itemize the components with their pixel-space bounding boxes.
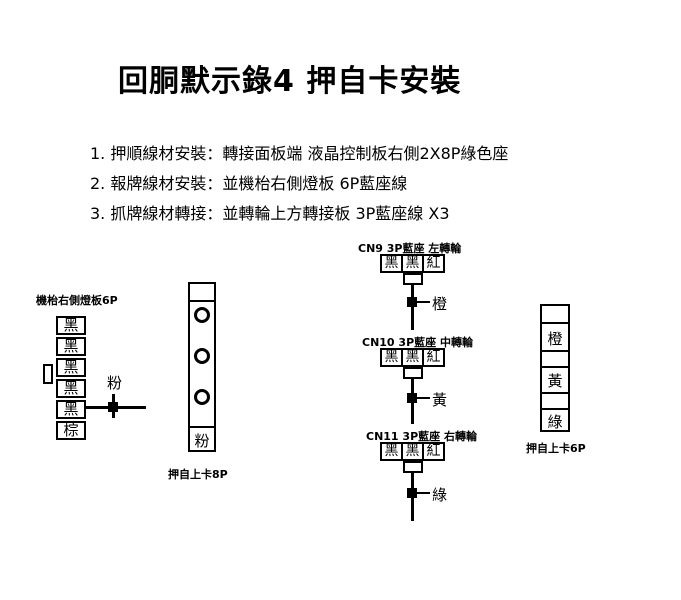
cn11-pin: 紅	[422, 442, 445, 461]
card-8p-pin-ring	[194, 348, 210, 364]
left-board-pin: 黑	[56, 358, 86, 377]
card-6p-divider	[540, 322, 570, 324]
cn11-pin: 黑	[401, 442, 424, 461]
cn11-wire-color: 綠	[432, 486, 448, 504]
card-8p-pin-ring	[194, 307, 210, 323]
cn10-label: CN10 3P藍座 中轉輪	[362, 336, 473, 349]
cn9-pin: 黑	[401, 254, 424, 273]
card-6p-divider	[540, 366, 570, 368]
left-board-tab	[43, 364, 53, 384]
cn10-latch	[403, 367, 423, 379]
cn11-latch	[403, 461, 423, 473]
left-board-pin: 黑	[56, 316, 86, 335]
step-3: 3. 抓牌線材轉接：並轉輪上方轉接板 3P藍座線 X3	[90, 204, 450, 223]
left-board-label: 機枱右側燈板6P	[36, 294, 118, 307]
card-6p-divider	[540, 392, 570, 394]
card-8p-divider	[188, 426, 216, 428]
card-6p-connector	[540, 304, 570, 432]
card-8p-label: 押自上卡8P	[168, 468, 228, 481]
wire-junction-marker	[108, 402, 118, 412]
page-title: 回胴默示錄4 押自卡安裝	[118, 64, 462, 99]
cn9-pin: 紅	[422, 254, 445, 273]
card-8p-bottom-pin: 粉	[194, 432, 210, 450]
card-8p-connector	[188, 282, 216, 452]
left-wire-color-label: 粉	[107, 374, 123, 392]
cn9-wire-color: 橙	[432, 295, 448, 313]
left-board-pin: 黑	[56, 337, 86, 356]
card-6p-label: 押自上卡6P	[526, 442, 586, 455]
cn11-pin: 黑	[380, 442, 403, 461]
card-6p-divider	[540, 350, 570, 352]
cn11-label: CN11 3P藍座 右轉輪	[366, 430, 477, 443]
cn10-wire-color: 黃	[432, 391, 448, 409]
cn10-wire-stub	[414, 397, 430, 399]
cn9-wire-marker	[407, 297, 417, 307]
left-board-pin: 黑	[56, 379, 86, 398]
cn11-wire-marker	[407, 488, 417, 498]
cn9-wire	[411, 285, 414, 330]
card-8p-pin-ring	[194, 389, 210, 405]
cn9-wire-stub	[414, 301, 430, 303]
card-6p-pin: 綠	[547, 413, 563, 431]
cn10-pin: 黑	[380, 348, 403, 367]
step-1: 1. 押順線材安裝：轉接面板端 液晶控制板右側2X8P綠色座	[90, 144, 509, 163]
left-board-pin: 黑	[56, 400, 86, 419]
cn10-pin: 黑	[401, 348, 424, 367]
card-8p-divider	[188, 300, 216, 302]
cn9-latch	[403, 273, 423, 285]
cn11-wire-stub	[414, 492, 430, 494]
card-6p-pin: 黃	[547, 372, 563, 390]
step-2: 2. 報牌線材安裝：並機枱右側燈板 6P藍座線	[90, 174, 408, 193]
cn9-label: CN9 3P藍座 左轉輪	[358, 242, 462, 255]
cn9-pin: 黑	[380, 254, 403, 273]
cn10-wire-marker	[407, 393, 417, 403]
left-board-pin: 棕	[56, 421, 86, 440]
card-6p-pin: 橙	[547, 330, 563, 348]
card-6p-divider	[540, 408, 570, 410]
cn10-pin: 紅	[422, 348, 445, 367]
